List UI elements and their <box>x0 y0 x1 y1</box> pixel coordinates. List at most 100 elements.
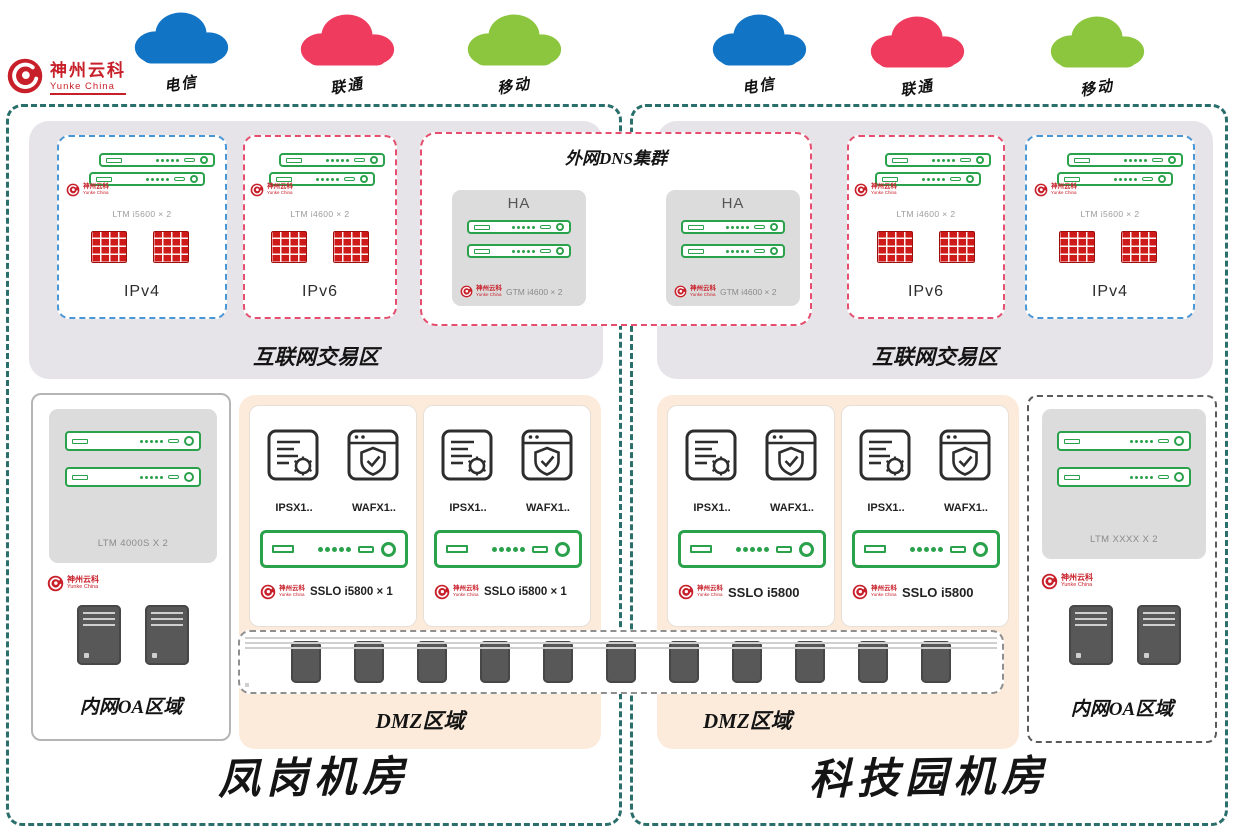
yunke-swirl-icon <box>47 575 64 592</box>
cloud-label: 联通 <box>329 76 366 98</box>
firewall-icon <box>91 231 127 263</box>
gtm-appliance-icon <box>467 244 571 258</box>
yunke-swirl-icon <box>854 183 868 197</box>
ips-icon <box>440 428 494 482</box>
cloud-icon <box>288 7 406 73</box>
logo-title: 神州云科 <box>871 585 897 593</box>
sslo-label: SSLO i5800 × 1 <box>310 586 393 598</box>
firewall-icon <box>1121 231 1157 263</box>
server-icon <box>921 641 951 683</box>
server-icon <box>77 605 121 665</box>
dmz-server-strip <box>238 630 1004 694</box>
logo-subtitle: Yunke China <box>279 592 305 598</box>
logo-subtitle: Yunke China <box>871 190 897 196</box>
yunke-swirl-icon <box>260 584 276 600</box>
ltm-appliance-icon <box>1057 172 1173 186</box>
logo-title: 神州云科 <box>1051 183 1077 191</box>
dmz-zone-label: DMZ区域 <box>375 709 465 733</box>
ha-label: HA <box>721 195 745 212</box>
device-model-label: LTM i5600 × 2 <box>112 209 172 219</box>
logo-title: 神州云科 <box>453 585 479 593</box>
logo-title: 神州云科 <box>279 585 305 593</box>
datacenter-name-label: 凤岗机房 <box>217 754 411 804</box>
ips-icon <box>266 428 320 482</box>
device-model-label: LTM 4000S X 2 <box>97 538 169 549</box>
logo-subtitle: Yunke China <box>476 291 502 297</box>
ltm-appliance-icon <box>885 153 991 167</box>
ltm-appliance-icon <box>1057 431 1191 451</box>
logo-subtitle: Yunke China <box>67 583 99 590</box>
yunke-swirl-icon <box>674 285 687 298</box>
ltm-appliance-stack <box>875 153 991 186</box>
dns-cluster-title: 外网DNS集群 <box>564 149 667 168</box>
sslo-label: SSLO i5800 × 1 <box>484 586 567 598</box>
logo-subtitle: Yunke China <box>453 592 479 598</box>
firewall-icon <box>271 231 307 263</box>
ipv4-label: IPv4 <box>123 283 160 300</box>
ips-label: IPSX1.. <box>693 502 731 514</box>
yunke-swirl-icon <box>460 285 473 298</box>
ltm-appliance-icon <box>269 172 375 186</box>
sslo-appliance-icon <box>678 530 826 568</box>
waf-icon <box>346 428 400 482</box>
yunke-swirl-icon <box>66 183 80 197</box>
yunke-swirl-icon <box>1034 183 1048 197</box>
cloud-label: 联通 <box>899 78 936 100</box>
gtm-appliance-icon <box>681 220 785 234</box>
device-model-label: LTM i4600 × 2 <box>896 209 956 219</box>
waf-label: WAFX1.. <box>943 502 988 514</box>
logo-title: 神州云科 <box>67 575 99 585</box>
sslo-appliance-icon <box>852 530 1000 568</box>
oa-zone-label: 内网OA区域 <box>79 697 183 718</box>
sslo-label: SSLO i5800 <box>902 584 974 600</box>
logo-title: 神州云科 <box>690 284 716 292</box>
sslo-label: SSLO i5800 <box>728 584 800 600</box>
datacenter-name-label: 科技园机房 <box>808 753 1050 805</box>
logo-subtitle: Yunke China <box>50 81 126 95</box>
firewall-icon <box>1059 231 1095 263</box>
yunke-swirl-icon <box>678 584 694 600</box>
internet-zone-label: 互联网交易区 <box>253 345 379 369</box>
server-icon <box>145 605 189 665</box>
ips-label: IPSX1.. <box>449 502 487 514</box>
ha-label: HA <box>507 195 531 212</box>
isp-cloud-unicom-left: 联通 <box>288 7 406 98</box>
yunke-swirl-icon <box>1041 573 1058 590</box>
ips-icon <box>858 428 912 482</box>
device-model-label: LTM XXXX X 2 <box>1090 534 1158 545</box>
logo-subtitle: Yunke China <box>1051 190 1077 196</box>
oa-zone-label: 内网OA区域 <box>1070 699 1174 720</box>
logo-title: 神州云科 <box>83 183 109 191</box>
ips-label: IPSX1.. <box>867 502 905 514</box>
ltm-appliance-stack <box>89 153 215 186</box>
internet-zone-label: 互联网交易区 <box>872 345 998 369</box>
ips-label: IPSX1.. <box>275 502 313 514</box>
waf-label: WAFX1.. <box>351 502 396 514</box>
logo-title: 神州云科 <box>476 284 502 292</box>
logo-title: 神州云科 <box>697 585 723 593</box>
device-model-label: GTM i4600 × 2 <box>506 286 563 297</box>
cloud-icon <box>1038 9 1156 75</box>
logo-title: 神州云科 <box>267 183 293 191</box>
logo-subtitle: Yunke China <box>267 190 293 196</box>
